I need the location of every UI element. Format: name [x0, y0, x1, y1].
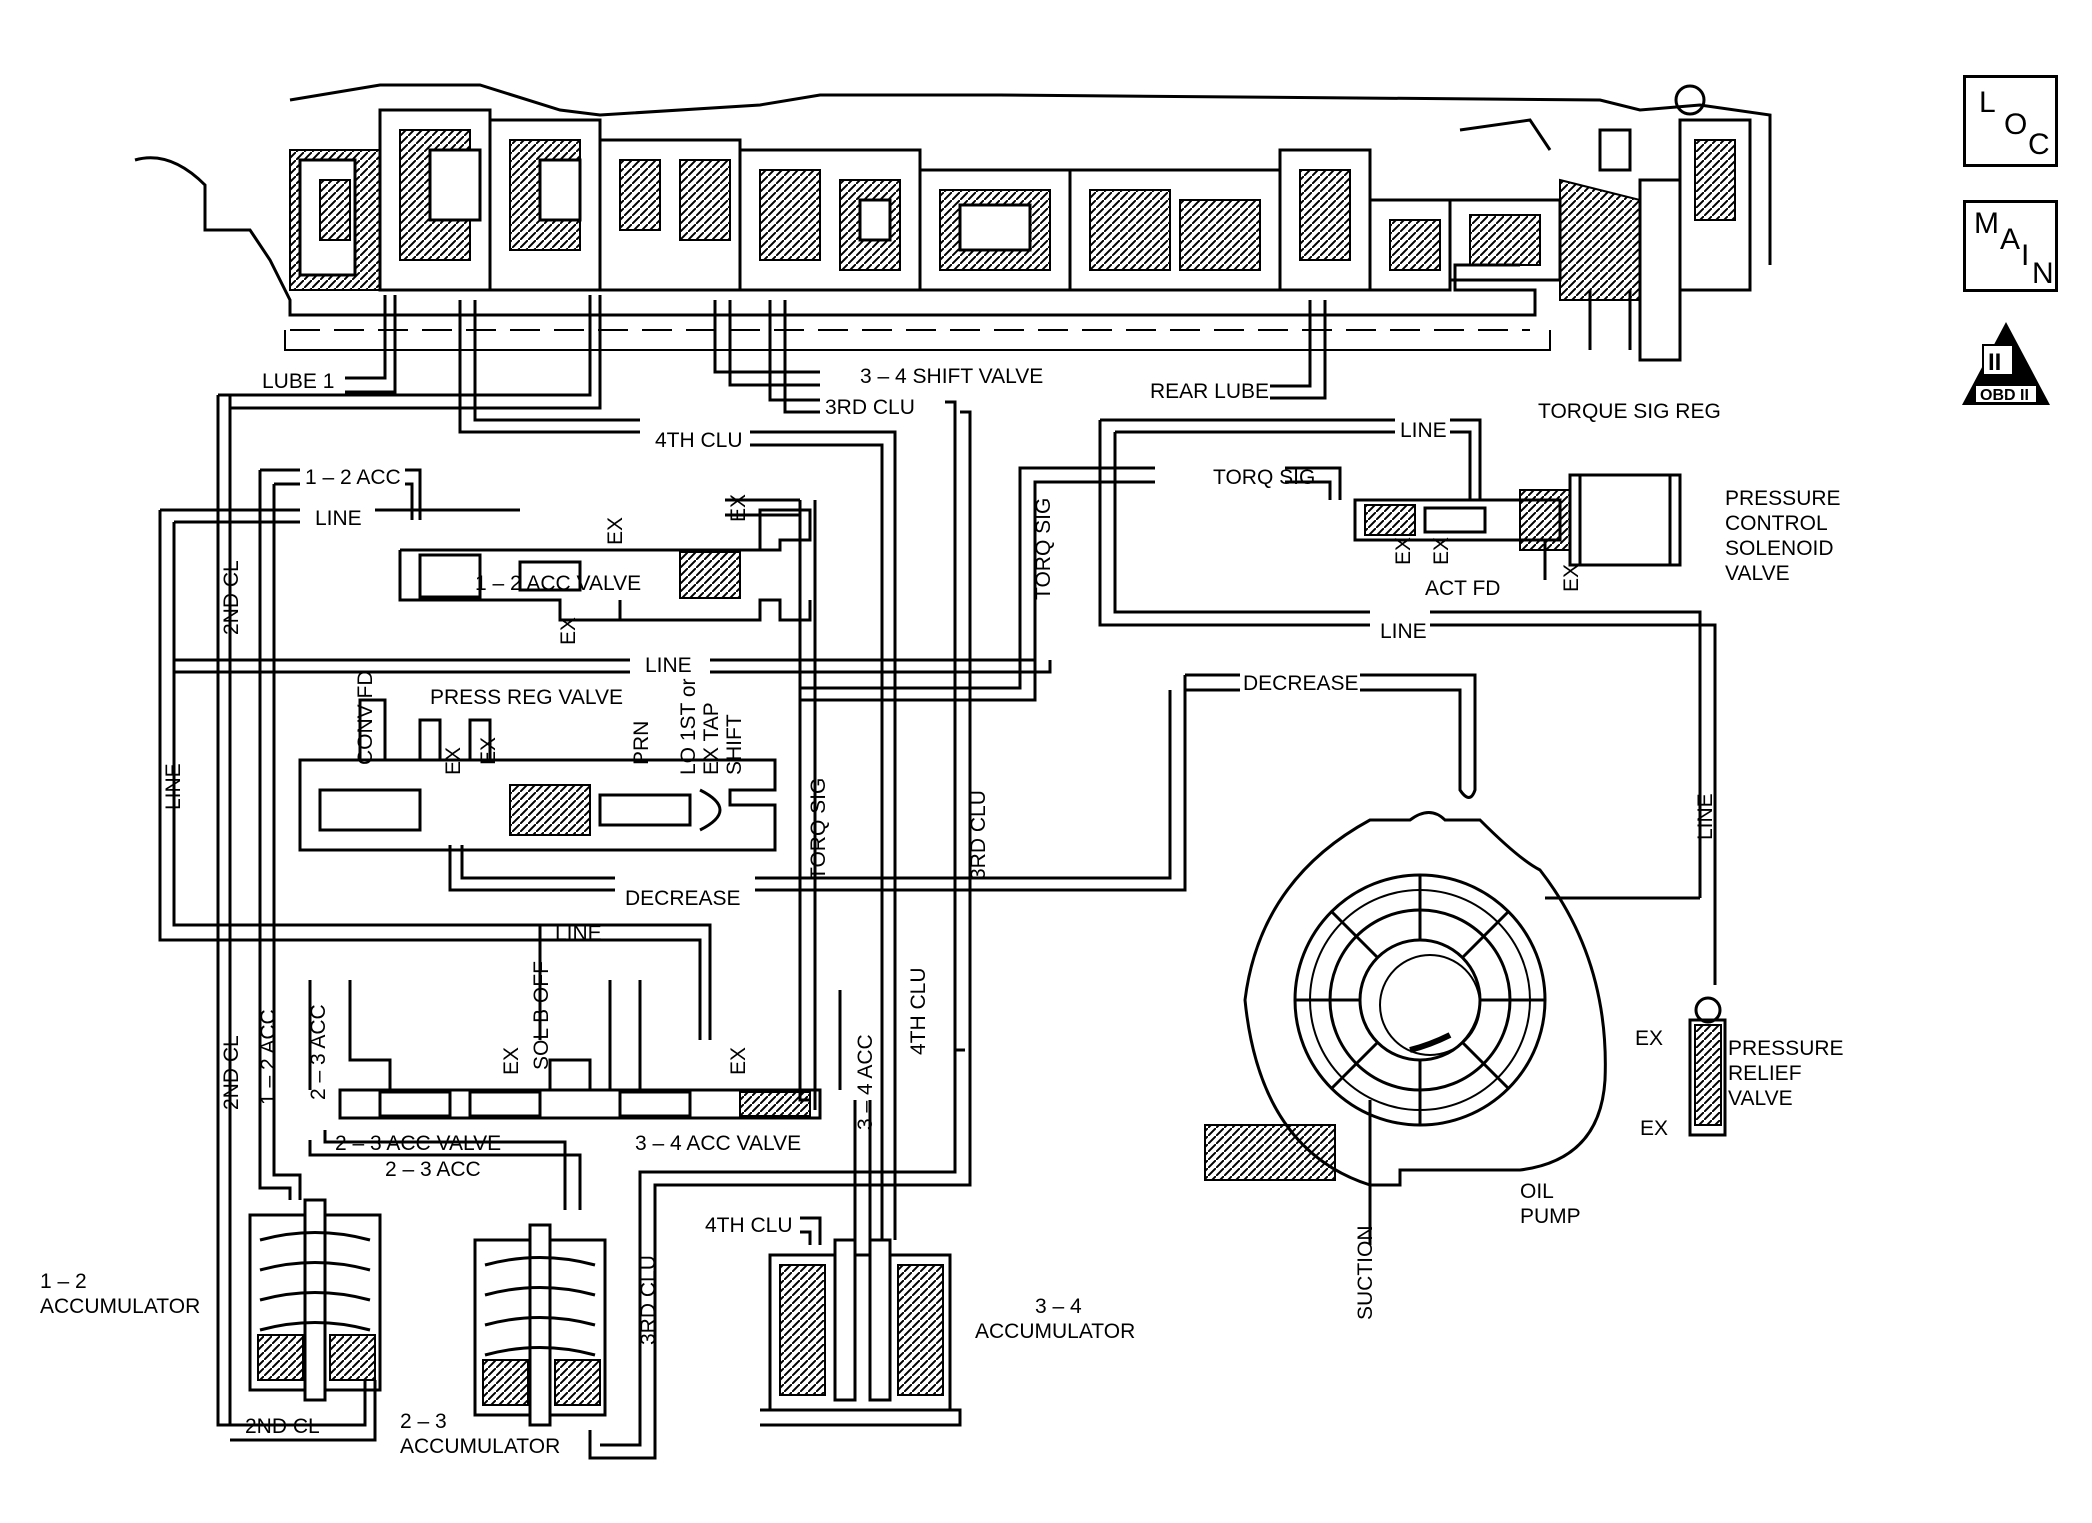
label-3rd-clu-low-v: 3RD CLU	[637, 1255, 660, 1345]
label-lo-1st-3: SHIFT	[723, 714, 746, 775]
label-2-3-accum-1: 2 – 3	[400, 1410, 447, 1433]
label-1-2-acc: 1 – 2 ACC	[305, 466, 401, 489]
label-line-top: LINE	[1400, 419, 1447, 442]
label-act-fd: ACT FD	[1425, 577, 1500, 600]
label-rear-lube: REAR LUBE	[1150, 380, 1269, 403]
label-ex-pcs-3: EX	[1560, 564, 1583, 592]
label-torq-sig-v1: TORQ SIG	[1032, 498, 1055, 600]
label-4th-clu-low: 4TH CLU	[705, 1214, 793, 1237]
main-letter-a: A	[2000, 223, 2021, 256]
label-prv-1: PRESSURE	[1728, 1037, 1844, 1060]
label-2-3-acc-v: 2 – 3 ACC	[307, 1004, 330, 1100]
label-conv-fd: CONV FD	[354, 671, 377, 766]
label-2nd-cl-v-low: 2ND CL	[220, 1035, 243, 1110]
label-press-reg-valve: PRESS REG VALVE	[430, 686, 623, 709]
label-ex-prv-bottom: EX	[1640, 1117, 1668, 1140]
loc-letter-o: O	[2004, 108, 2028, 141]
loc-letter-c: C	[2028, 128, 2050, 161]
label-2nd-cl-v: 2ND CL	[220, 560, 243, 635]
label-ex-acc12-1: EX	[604, 517, 627, 545]
label-decrease: DECREASE	[1243, 672, 1359, 695]
label-prv-3: VALVE	[1728, 1087, 1793, 1110]
label-2-3-acc: 2 – 3 ACC	[385, 1158, 481, 1181]
label-lo-1st-1: LO 1ST or	[677, 679, 700, 776]
transmission-cross-section	[134, 83, 1772, 362]
label-2nd-cl-bottom: 2ND CL	[245, 1415, 320, 1438]
label-2-3-acc-valve: 2 – 3 ACC VALVE	[335, 1132, 501, 1155]
label-1-2-acc-v: 1 – 2 ACC	[257, 1009, 280, 1105]
label-decrease-low: DECREASE	[625, 887, 741, 910]
loc-letter-l: L	[1979, 86, 1996, 119]
label-prn: PRN	[630, 721, 653, 765]
label-4th-clu-top: 4TH CLU	[655, 429, 743, 452]
label-oil-pump-2: PUMP	[1520, 1205, 1581, 1228]
label-3-4-shift-valve: 3 – 4 SHIFT VALVE	[860, 365, 1043, 388]
main-letter-n: N	[2032, 257, 2054, 290]
label-sol-b-off: SOL B OFF	[530, 961, 553, 1070]
accumulator-12	[248, 1198, 382, 1402]
label-torque-sig-reg: TORQUE SIG REG	[1538, 400, 1721, 423]
pressure-relief-valve	[1688, 996, 1727, 1137]
label-ex-acc12-3: EX	[557, 617, 580, 645]
acc12-valve-body	[398, 508, 812, 622]
label-ex-prv-top: EX	[1635, 1027, 1663, 1050]
label-line-v-left: LINE	[162, 763, 185, 810]
label-line-low: LINE	[555, 922, 602, 945]
label-3-4-accum-2: ACCUMULATOR	[975, 1320, 1135, 1343]
label-pcs-3: SOLENOID	[1725, 537, 1834, 560]
accumulator-34	[760, 1238, 962, 1427]
obd-ii-badge[interactable]: II OBD II	[1962, 322, 2050, 405]
label-2-3-accum-2: ACCUMULATOR	[400, 1435, 560, 1458]
label-pcs-4: VALVE	[1725, 562, 1790, 585]
label-torq-sig-v2: TORQ SIG	[807, 778, 830, 880]
main-letter-i: I	[2021, 239, 2030, 272]
main-button[interactable]: M A I N	[1963, 200, 2058, 292]
press-reg-valve-body	[298, 698, 777, 852]
label-ex-acc12-2: EX	[727, 494, 750, 522]
label-lo-1st-2: EX TAP	[700, 702, 723, 775]
label-pcs-2: CONTROL	[1725, 512, 1828, 535]
label-1-2-accum-2: ACCUMULATOR	[40, 1295, 200, 1318]
label-1-2-acc-valve: 1 – 2 ACC VALVE	[475, 572, 641, 595]
label-4th-clu-v: 4TH CLU	[907, 967, 930, 1055]
loc-button[interactable]: L O C	[1963, 75, 2058, 167]
main-letter-m: M	[1974, 207, 1999, 240]
label-line-v-right: LINE	[1694, 793, 1717, 840]
label-line-mid: LINE	[645, 654, 692, 677]
label-3rd-clu-top: 3RD CLU	[825, 396, 915, 419]
oil-pump	[1204, 730, 1607, 1245]
accumulator-23	[473, 1223, 607, 1427]
hydraulic-lines	[158, 295, 1717, 1460]
label-ex-pr1: EX	[442, 747, 465, 775]
label-oil-pump-1: OIL	[1520, 1180, 1554, 1203]
labels: LUBE 1 3 – 4 SHIFT VALVE REAR LUBE 3RD C…	[40, 365, 1844, 1458]
acc-valve-body	[308, 980, 842, 1120]
label-3-4-acc-v: 3 – 4 ACC	[854, 1034, 877, 1130]
label-pcs-1: PRESSURE	[1725, 487, 1841, 510]
label-lube-1: LUBE 1	[262, 370, 334, 393]
obd-ii-label: OBD II	[1980, 387, 2029, 404]
label-3-4-acc-valve: 3 – 4 ACC VALVE	[635, 1132, 801, 1155]
label-ex-pcs-1: EX	[1392, 537, 1415, 565]
label-3-4-accum-1: 3 – 4	[1035, 1295, 1082, 1318]
label-torq-sig: TORQ SIG	[1213, 466, 1315, 489]
label-suction: SUCTION	[1354, 1226, 1377, 1321]
label-ex-pcs-2: EX	[1430, 537, 1453, 565]
label-line-right: LINE	[1380, 620, 1427, 643]
label-ex-acc34: EX	[727, 1047, 750, 1075]
label-ex-sol: EX	[500, 1047, 523, 1075]
label-line-left: LINE	[315, 507, 362, 530]
label-1-2-accum-1: 1 – 2	[40, 1270, 87, 1293]
label-ex-pr2: EX	[477, 737, 500, 765]
obd-ii-numeral: II	[1988, 349, 2001, 376]
label-3rd-clu-v: 3RD CLU	[967, 790, 990, 880]
label-prv-2: RELIEF	[1728, 1062, 1802, 1085]
pressure-control-solenoid	[1353, 473, 1682, 580]
